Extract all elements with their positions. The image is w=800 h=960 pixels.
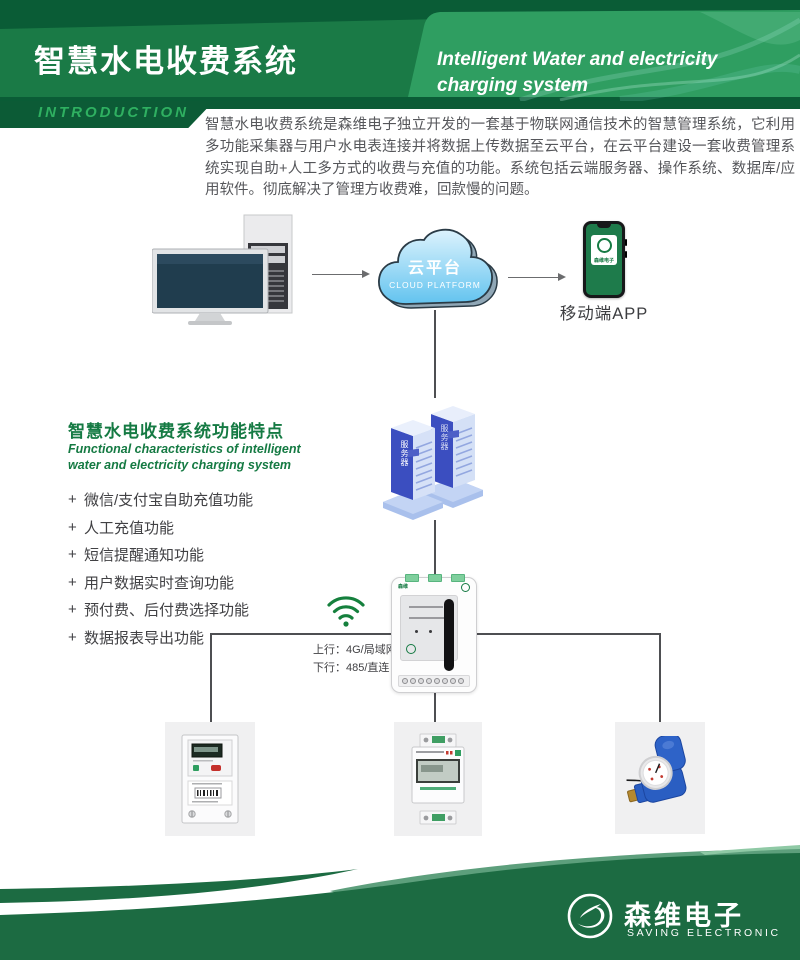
din-rail-meter-box [394,722,482,836]
header-banner [0,0,800,101]
feature-item-label: 用户数据实时查询功能 [84,574,235,592]
arrow-cloud-to-phone [508,277,558,278]
cloud-label-en: CLOUD PLATFORM [389,280,481,290]
feature-bullet: + [68,573,77,591]
feature-item: + 短信提醒通知功能 [68,541,253,569]
collector-led [429,630,432,633]
phone-label: 移动端APP [559,305,649,323]
line-cloud-to-servers [434,310,436,398]
servers-image [383,406,483,520]
cloud-image [378,228,498,309]
feature-bullet: + [68,628,77,646]
page-title: 智慧水电收费系统 [34,44,298,79]
line-bus-to-left-meter [210,633,212,723]
feature-item: + 微信/支付宝自助充值功能 [68,486,253,514]
footer-logo-text: 森维电子 [624,901,744,931]
feature-bullet: + [68,518,77,536]
terminal-screw [442,678,448,684]
server-label: 服务器 [400,440,409,467]
collector-logo-icon [461,583,470,592]
feature-item-label: 预付费、后付费选择功能 [84,602,250,620]
feature-item: + 用户数据实时查询功能 [68,569,253,597]
mobile-phone-image: 森维电子 [583,221,627,298]
collector-text-line [409,606,443,608]
feature-item-label: 短信提醒通知功能 [84,547,205,565]
phone-side-button [625,251,627,258]
line-collector-to-meter [434,690,436,723]
phone-side-button [625,239,627,246]
terminal-screw [426,678,432,684]
features-subtitle-line2: water and electricity charging system [68,457,292,472]
page-subtitle-line1: Intelligent Water and electricity [437,49,718,70]
collector-terminal [428,574,442,582]
feature-item: + 数据报表导出功能 [68,624,253,652]
feature-item-label: 人工充值功能 [84,519,175,537]
feature-item-label: 微信/支付宝自助充值功能 [84,492,254,510]
feature-item: + 预付费、后付费选择功能 [68,596,253,624]
collector-terminal [451,574,465,582]
footer-logo-subtext: SAVING ELECTRONIC [627,927,781,939]
electric-meter-box [165,722,255,836]
collector-terminal-strip [398,675,470,687]
page-subtitle-line2: charging system [437,75,588,96]
collector-terminal [405,574,419,582]
features-title: 智慧水电收费系统功能特点 [68,422,284,441]
water-meter-box [615,722,705,834]
phone-notch [597,224,611,228]
downlink-label: 下行：485/直连 [313,661,390,674]
collector-led [415,630,418,633]
water-meter-image [626,736,687,804]
terminal-screw [402,678,408,684]
terminal-screw [410,678,416,684]
collector-antenna [444,599,454,671]
server-label: 服务器 [440,424,449,451]
collector-brand-mark: 森维 [398,584,409,590]
wifi-icon [327,596,365,627]
page-subtitle: Intelligent Water and electricity chargi… [437,47,718,99]
arrow-head-2 [558,273,566,281]
collector-logo-icon [406,644,416,654]
terminal-screw [458,678,464,684]
line-bus-to-water-meter [659,633,661,723]
phone-app-card: 森维电子 [591,235,617,265]
introduction-label: INTRODUCTION [38,104,189,121]
terminal-screw [450,678,456,684]
terminal-screw [418,678,424,684]
company-logo-icon [567,893,613,939]
link-labels: 上行：4G/局域网 下行：485/直连 [313,642,397,677]
arrow-head-1 [362,270,370,278]
introduction-strip [0,101,800,109]
terminal-screw [434,678,440,684]
cloud-label-cn: 云平台 [407,260,462,277]
uplink-label: 上行：4G/局域网 [313,644,397,656]
collector-text-line [409,617,449,619]
intro-paragraph: 智慧水电收费系统是森维电子独立开发的一套基于物联网通信技术的智慧管理系统，它利用… [205,117,795,199]
feature-item: + 人工充值功能 [68,514,253,542]
feature-list: + 微信/支付宝自助充值功能 + 人工充值功能 + 短信提醒通知功能 + 用户数据实时查询功能… [68,486,253,651]
computer-image [152,214,293,325]
collector-device-image: 森维 [391,574,477,693]
phone-logo-icon [596,238,612,253]
cloud-label: 云平台 CLOUD PLATFORM [375,254,495,290]
features-subtitle-line1: Functional characteristics of intelligen… [68,442,301,456]
electric-meter-image [181,734,239,824]
phone-logo-text: 森维电子 [593,258,614,264]
din-rail-meter-image [411,733,465,825]
line-servers-to-collector [434,520,436,578]
feature-item-label: 数据报表导出功能 [84,629,205,647]
arrow-computer-to-cloud [312,274,362,275]
feature-bullet: + [68,546,77,564]
feature-bullet: + [68,491,77,509]
features-subtitle: Functional characteristics of intelligen… [68,442,301,473]
feature-bullet: + [68,601,77,619]
introduction-tab [0,101,214,128]
